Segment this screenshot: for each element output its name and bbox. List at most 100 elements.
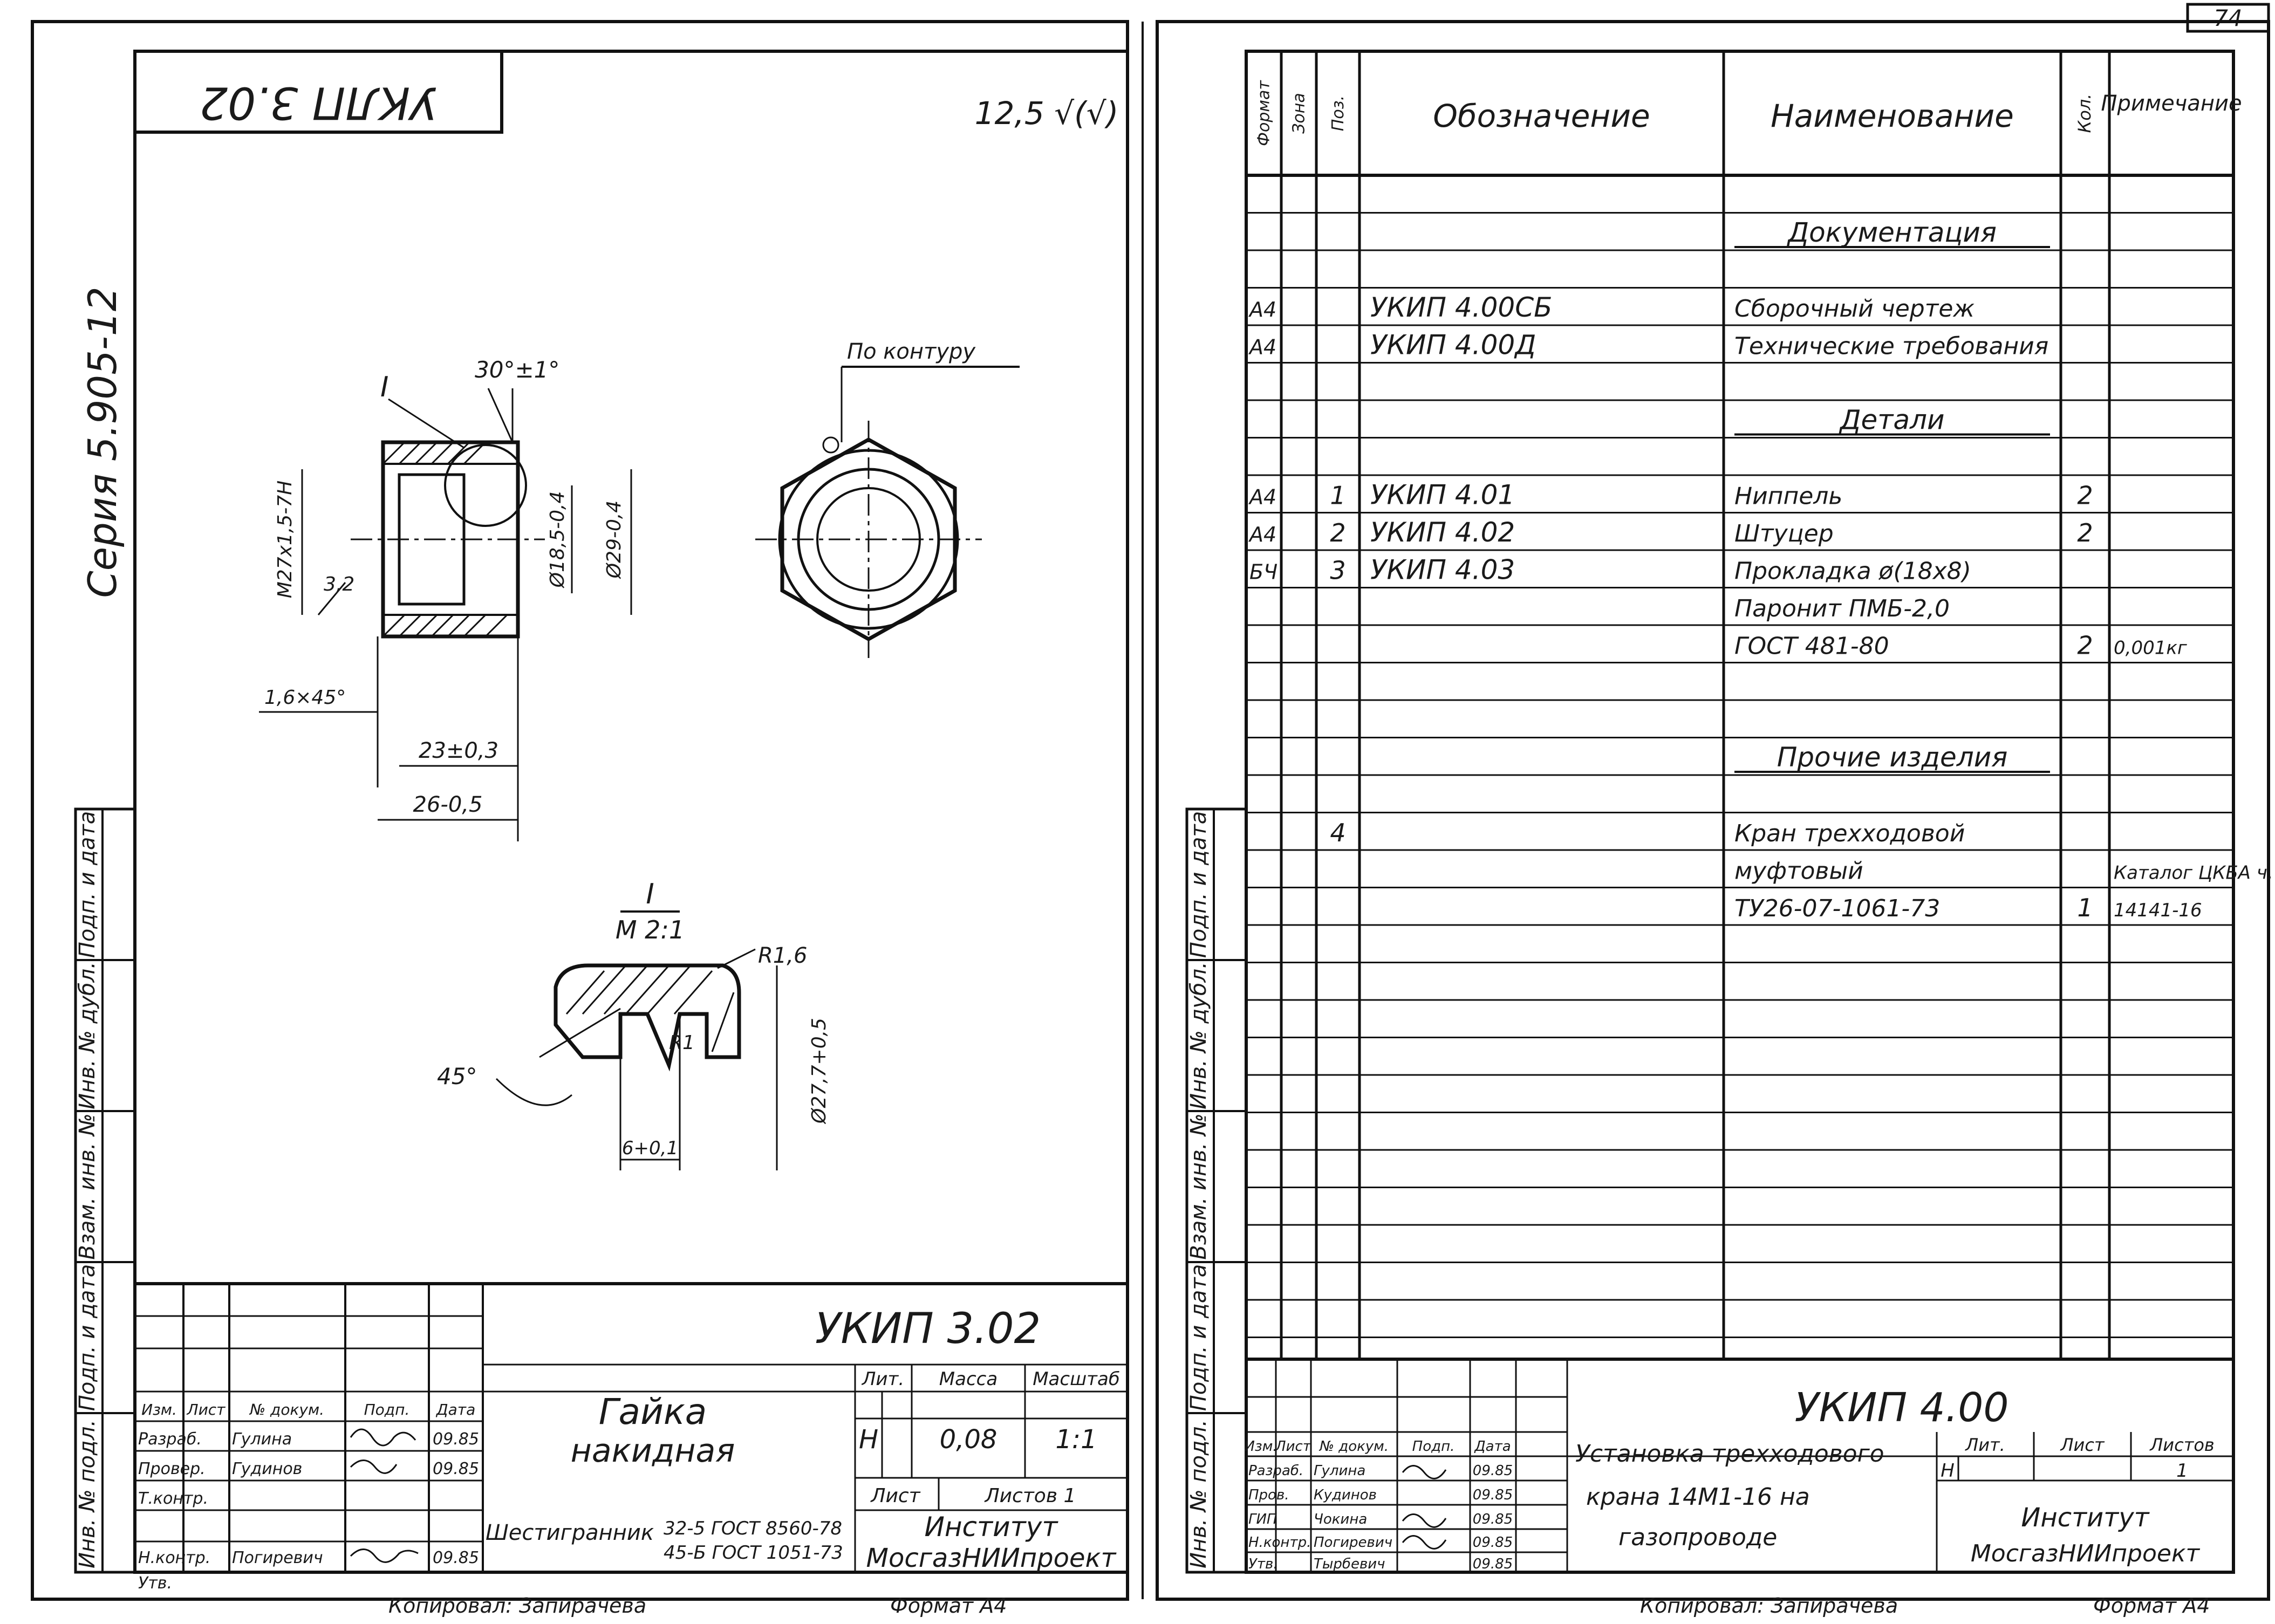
spec-header-name: Наименование <box>1771 98 2014 134</box>
left-tb-r1-date: 09.85 <box>433 1459 479 1478</box>
left-code-top: УКЛП 3.02 <box>200 77 437 128</box>
spec-cell-name: Ниппель <box>1734 483 1842 510</box>
left-scale-value: 1:1 <box>1055 1424 1097 1455</box>
spec-header-pos: Поз. <box>1329 95 1348 131</box>
chamfer-label: 1,6×45° <box>264 687 346 709</box>
left-tb-r0-date: 09.85 <box>433 1430 479 1449</box>
spec-cell-note: Каталог ЦКБА ч. III <box>2114 862 2275 884</box>
left-lit-value: Н <box>859 1424 878 1455</box>
spec-header-zone: Зона <box>1290 93 1309 134</box>
left-name-line2: накидная <box>571 1432 735 1470</box>
spec-cell-qty: 2 <box>2077 518 2093 547</box>
spec-cell-qty: 1 <box>2077 893 2093 922</box>
spec-cell-name: муфтовый <box>1734 858 1863 885</box>
spec-cell-format: А4 <box>1248 523 1276 546</box>
left-col-mass: Масса <box>939 1368 998 1390</box>
right-tb-r2-role: ГИП <box>1248 1511 1277 1527</box>
spec-cell-note: 0,001кг <box>2114 638 2188 659</box>
right-side-stamp: Подп. и дата Инв. № дубл. Взам. инв. № П… <box>1185 807 1248 1574</box>
right-tb-r3-name: Погиревич <box>1314 1534 1392 1551</box>
right-tb-r4-name: Тырбевич <box>1314 1556 1385 1572</box>
radius-1-label: R1 <box>669 1032 695 1054</box>
right-col-lit: Лит. <box>1965 1435 2005 1455</box>
left-tb-h3: Подп. <box>364 1401 410 1419</box>
spec-cell-name: ГОСТ 481-80 <box>1734 633 1889 660</box>
right-org-line1: Институт <box>2021 1503 2150 1533</box>
angle-45-label: 45° <box>437 1063 477 1089</box>
right-tb-r1-role: Пров. <box>1248 1487 1289 1503</box>
left-sheet: УКЛП 3.02 Серия 5.905-12 12,5 √(√) Подп.… <box>31 20 1129 1618</box>
right-side-label-4: Инв. № подл. <box>1186 1420 1211 1568</box>
right-tb-r2-date: 09.85 <box>1473 1511 1513 1527</box>
spec-cell-designation: УКИП 4.00Д <box>1370 330 1536 361</box>
right-sheets-value: 1 <box>2176 1460 2188 1482</box>
left-designation: УКИП 3.02 <box>815 1305 1041 1353</box>
left-tb-h1: Лист <box>187 1401 226 1419</box>
left-outer-frame <box>31 20 1129 1601</box>
left-name-line1: Гайка <box>599 1391 707 1433</box>
left-org-line2: МосгазНИИпроект <box>866 1543 1117 1573</box>
right-tb-r0-role: Разраб. <box>1248 1463 1303 1479</box>
spec-cell-format: А4 <box>1248 485 1276 509</box>
right-tb-h3: Подп. <box>1412 1438 1455 1455</box>
page-number: 74 <box>2213 5 2242 31</box>
spec-cell-designation: УКИП 4.02 <box>1370 517 1515 548</box>
left-material-line2: 45-Б ГОСТ 1051-73 <box>664 1542 843 1564</box>
right-footer-copy: Копировал: Запирачева <box>1640 1594 1898 1618</box>
right-side-label-0: Подп. и дата <box>1186 811 1211 958</box>
spec-cell-pos: 3 <box>1330 556 1345 585</box>
left-title-block: УКИП 3.02 Гайка накидная Лит. Масса Масш… <box>133 1282 1129 1593</box>
thread-label: М27х1,5-7Н <box>274 481 296 598</box>
right-outer-frame <box>1156 20 2270 1601</box>
spec-header-designation: Обозначение <box>1433 98 1650 134</box>
spec-cell-name: Паронит ПМБ-2,0 <box>1734 595 1950 622</box>
left-side-label-4: Инв. № подл. <box>75 1420 100 1568</box>
right-col-sheets: Листов <box>2149 1435 2215 1455</box>
spec-cell-name: Штуцер <box>1734 520 1834 547</box>
right-tb-r3-date: 09.85 <box>1473 1534 1513 1551</box>
left-signature-1 <box>350 1459 398 1474</box>
left-tb-r2-role: Т.контр. <box>138 1489 208 1508</box>
spec-section-title: Детали <box>1839 405 1944 436</box>
left-material-label: Шестигранник <box>486 1520 654 1545</box>
right-title-block: УКИП 4.00 Установка трехходового крана 1… <box>1244 1358 2235 1574</box>
spec-cell-name: Сборочный чертеж <box>1734 295 1975 323</box>
length-26-label: 26-0,5 <box>413 792 483 817</box>
right-sheet: Подп. и дата Инв. № дубл. Взам. инв. № П… <box>1156 20 2275 1618</box>
right-side-label-2: Взам. инв. № <box>1186 1113 1211 1260</box>
spec-header-note: Примечание <box>2101 91 2242 116</box>
contour-note: По контуру <box>847 339 976 364</box>
spec-cell-designation: УКИП 4.00СБ <box>1370 292 1552 323</box>
spec-cell-qty: 2 <box>2077 481 2093 510</box>
right-signature-1 <box>1402 1513 1447 1528</box>
right-signature-0 <box>1402 1465 1447 1479</box>
spec-cell-pos: 4 <box>1330 818 1345 847</box>
left-mass-value: 0,08 <box>940 1424 998 1455</box>
spec-cell-format: А4 <box>1248 298 1276 321</box>
spec-cell-name: Технические требования <box>1734 333 2048 360</box>
left-sheets-label: Листов 1 <box>984 1485 1076 1507</box>
right-lit-value: Н <box>1941 1460 1955 1482</box>
spec-header-qty: Кол. <box>2074 94 2095 133</box>
left-tb-r4-date: 09.85 <box>433 1548 479 1567</box>
right-tb-r4-role: Утв. <box>1248 1556 1278 1572</box>
dia-inner-label: Ø18,5-0,4 <box>546 491 569 589</box>
right-org-line2: МосгазНИИпроект <box>1971 1540 2201 1567</box>
right-side-label-3: Подп. и дата <box>1186 1264 1211 1411</box>
left-code-box <box>133 50 503 134</box>
left-footer-copy: Копировал: Запирачева <box>388 1594 646 1618</box>
right-signature-2 <box>1402 1535 1447 1550</box>
right-tb-h1: Лист <box>1275 1438 1311 1455</box>
right-name-line2: крана 14М1-16 на <box>1586 1483 1810 1511</box>
dim-6-label: 6+0,1 <box>622 1138 678 1159</box>
right-tb-r2-name: Чокина <box>1314 1511 1367 1527</box>
spec-cell-pos: 2 <box>1330 518 1345 547</box>
spec-cell-pos: 1 <box>1330 481 1345 510</box>
radius-16-label: R1,6 <box>758 943 807 968</box>
section-mark: I <box>380 371 388 403</box>
left-tb-r1-role: Провер. <box>138 1459 206 1478</box>
right-tb-r0-date: 09.85 <box>1473 1463 1513 1479</box>
left-side-label-0: Подп. и дата <box>75 811 100 958</box>
